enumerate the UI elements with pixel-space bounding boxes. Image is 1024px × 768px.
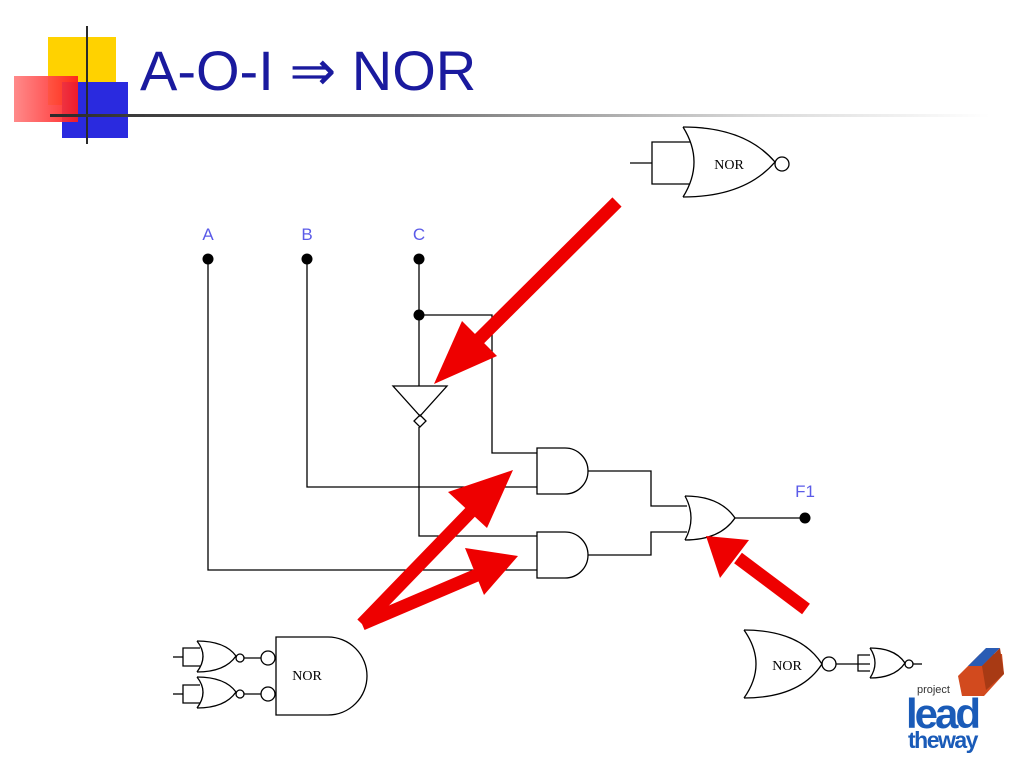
pin-label-a: A bbox=[202, 225, 214, 244]
node-b bbox=[301, 253, 313, 265]
pltw-logo: project lead theway bbox=[906, 648, 1004, 753]
or-gate bbox=[684, 495, 736, 541]
nor-gate-bottom-left bbox=[173, 636, 368, 716]
wire-c-branch bbox=[419, 314, 537, 454]
junction-c bbox=[413, 309, 425, 321]
title-underline bbox=[50, 114, 990, 117]
nor-label-bottom-right: NOR bbox=[772, 659, 802, 674]
node-a bbox=[202, 253, 214, 265]
nor-label-bottom-left: NOR bbox=[292, 669, 322, 684]
arrow-right-shaft bbox=[734, 552, 810, 615]
wire-b bbox=[306, 259, 537, 488]
pin-label-c: C bbox=[413, 225, 425, 244]
wire-c-not bbox=[418, 427, 537, 537]
arrow-right-head bbox=[706, 536, 749, 578]
deco-vertical-line bbox=[86, 26, 88, 144]
nor-label-top: NOR bbox=[714, 158, 744, 173]
node-f1 bbox=[799, 512, 811, 524]
wire-and1-or bbox=[588, 470, 687, 507]
and-gate-bottom bbox=[536, 531, 589, 579]
arrow-left-head-2 bbox=[465, 548, 518, 595]
nor-gate-bottom-right bbox=[743, 629, 922, 699]
arrow-left-shaft-1 bbox=[357, 493, 489, 629]
arrow-left-shaft-2 bbox=[359, 566, 487, 630]
and-gate-top bbox=[536, 447, 589, 495]
slide-title: A-O-I ⇒ NOR bbox=[140, 39, 477, 102]
arrow-top-shaft bbox=[455, 197, 622, 363]
logo-lead-text: lead bbox=[906, 690, 978, 737]
arrow-top-head bbox=[434, 321, 497, 384]
pin-label-f1: F1 bbox=[795, 482, 815, 501]
pin-label-b: B bbox=[301, 225, 312, 244]
wire-and2-or bbox=[588, 531, 687, 556]
inverter-gate bbox=[391, 385, 449, 428]
nor-gate-top bbox=[630, 126, 790, 198]
wire-a bbox=[207, 259, 537, 571]
logo-theway-text: theway bbox=[908, 727, 979, 753]
node-c bbox=[413, 253, 425, 265]
arrow-left-head-1 bbox=[448, 470, 513, 528]
logo-project-text: project bbox=[917, 684, 950, 696]
